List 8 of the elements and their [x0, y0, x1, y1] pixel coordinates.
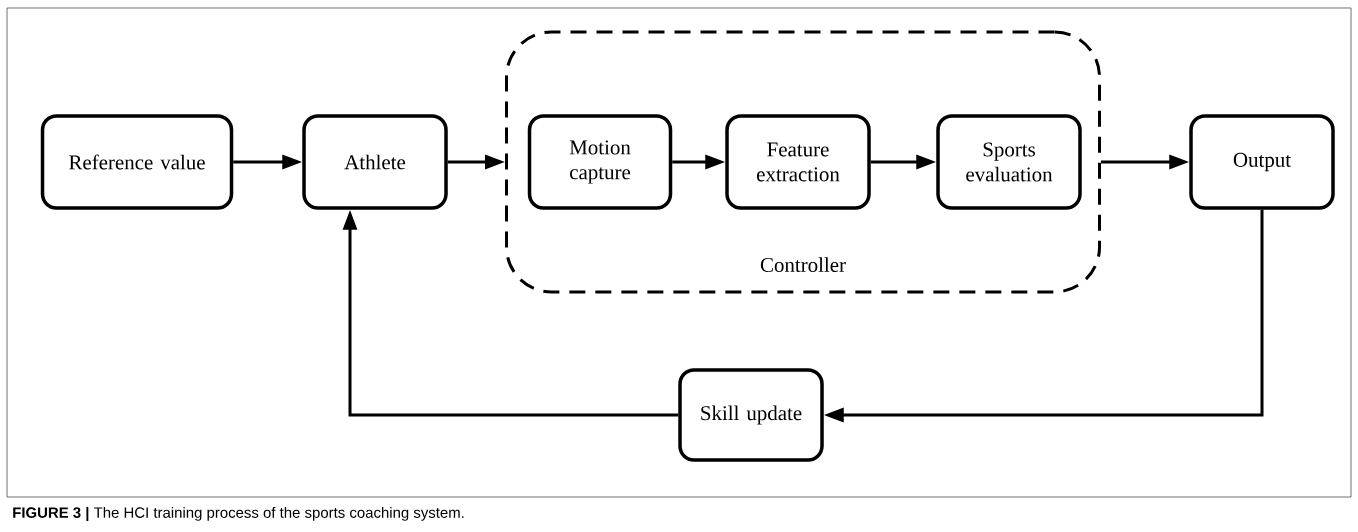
process-box: Sports evaluation	[936, 114, 1082, 210]
process-box: Motion capture	[527, 114, 673, 210]
process-box: Skill update	[678, 368, 824, 462]
process-box: Athlete	[302, 114, 448, 210]
process-box: Output	[1189, 114, 1335, 210]
process-box: Feature extraction	[725, 114, 871, 210]
process-box: Reference value	[40, 114, 234, 210]
figure-caption: FIGURE 3 | The HCI training process of the sports coaching system.	[13, 506, 464, 522]
